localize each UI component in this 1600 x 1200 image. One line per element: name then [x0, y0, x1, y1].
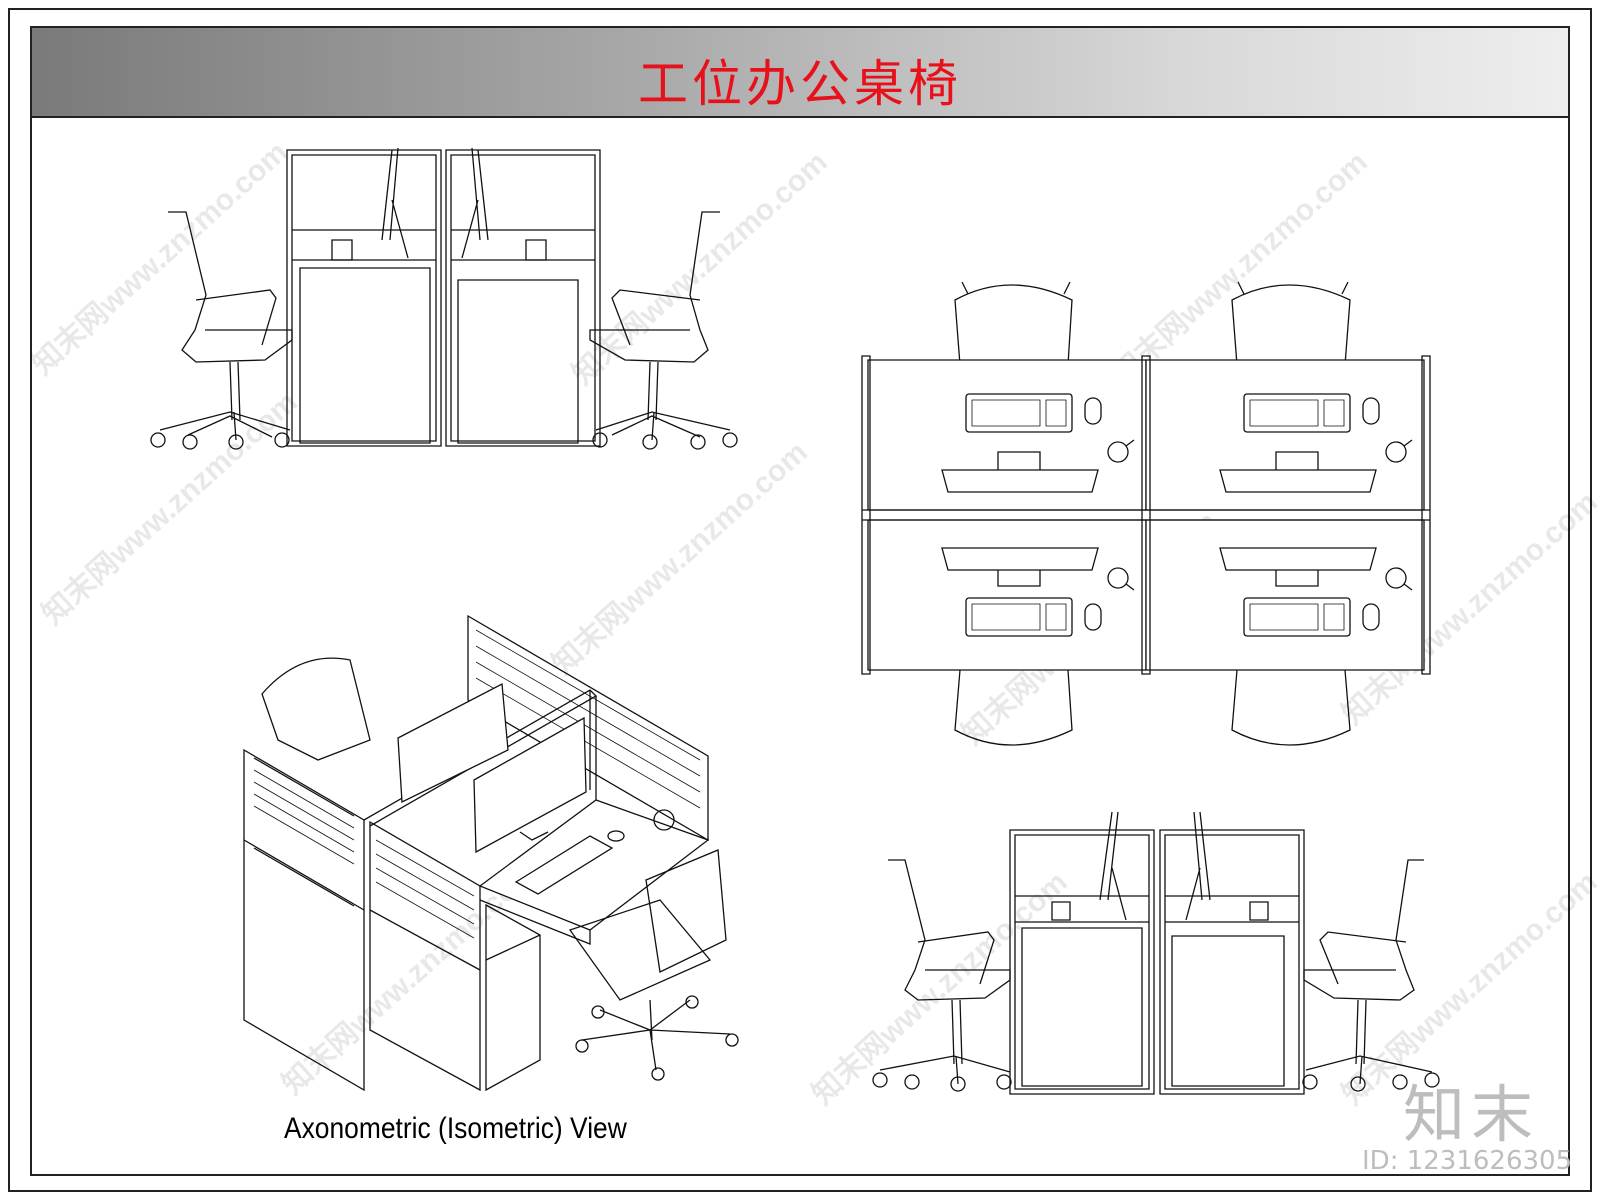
title-bar: 工位办公桌椅 [32, 28, 1568, 118]
keyboard-icon [516, 836, 612, 894]
mug-icon [1250, 902, 1268, 920]
chair-iso [262, 658, 370, 760]
keyboard-icon [966, 394, 1072, 432]
chair-right [590, 212, 720, 362]
chair-plan [1232, 285, 1350, 365]
chair-left [888, 860, 1010, 1000]
desk-plan [1146, 360, 1424, 510]
elevation-view-bottom-right [873, 812, 1439, 1094]
monitor-icon [942, 548, 1098, 586]
view-caption: Axonometric (Isometric) View [284, 1112, 627, 1145]
cabinet-panel [1172, 936, 1284, 1086]
desk-surface [480, 800, 708, 930]
keyboard-icon [1244, 394, 1350, 432]
drawer-pedestal [486, 905, 540, 1090]
page-title: 工位办公桌椅 [638, 55, 962, 113]
mouse-icon [1363, 604, 1379, 630]
isometric-view [244, 616, 738, 1090]
drawing-inner-frame [30, 26, 1570, 1176]
workstation-frame-right [446, 150, 600, 446]
mug-icon [1108, 442, 1128, 462]
workstation-frame-left [287, 150, 441, 446]
mug-icon [332, 240, 352, 260]
monitor-icon [474, 718, 586, 852]
mouse-icon [1085, 398, 1101, 424]
chair-iso [646, 850, 726, 972]
partition-panel [244, 750, 364, 1090]
mug-icon [1052, 902, 1070, 920]
monitor-icon [1220, 452, 1376, 492]
chair-left [168, 212, 292, 362]
cabinet-panel [1022, 928, 1142, 1086]
mouse-icon [1363, 398, 1379, 424]
mouse-icon [608, 831, 624, 841]
desk-plan [1146, 520, 1424, 670]
mug-icon [1386, 568, 1406, 588]
chair-plan [955, 285, 1072, 365]
cabinet-panel [458, 280, 578, 443]
mouse-icon [1085, 604, 1101, 630]
plan-view-top-right [862, 282, 1430, 745]
partition-panel [370, 822, 480, 1090]
mug-icon [1108, 568, 1128, 588]
workstation-frame-left [1010, 830, 1154, 1094]
mug-icon [654, 810, 674, 830]
desk-plan [868, 520, 1146, 670]
chair-right [1304, 860, 1424, 1000]
drawing-outer-frame [8, 8, 1592, 1192]
monitor-side [1186, 812, 1210, 920]
chair-plan [1232, 670, 1350, 745]
drawing-id: ID: 1231626305 [1362, 1146, 1573, 1176]
workstation-frame-right [1160, 830, 1304, 1094]
keyboard-icon [966, 598, 1072, 636]
monitor-side [462, 148, 488, 258]
monitor-side [1100, 812, 1126, 920]
keyboard-icon [1244, 598, 1350, 636]
monitor-side [382, 148, 408, 258]
monitor-icon [942, 452, 1098, 492]
mug-icon [1386, 442, 1406, 462]
desk-plan [868, 360, 1146, 510]
elevation-view-top-left [151, 148, 737, 449]
cabinet-panel [300, 268, 430, 443]
monitor-icon [1220, 548, 1376, 586]
mug-icon [526, 240, 546, 260]
brand-logo: 知末 [1403, 1078, 1540, 1151]
chair-plan [955, 670, 1072, 745]
